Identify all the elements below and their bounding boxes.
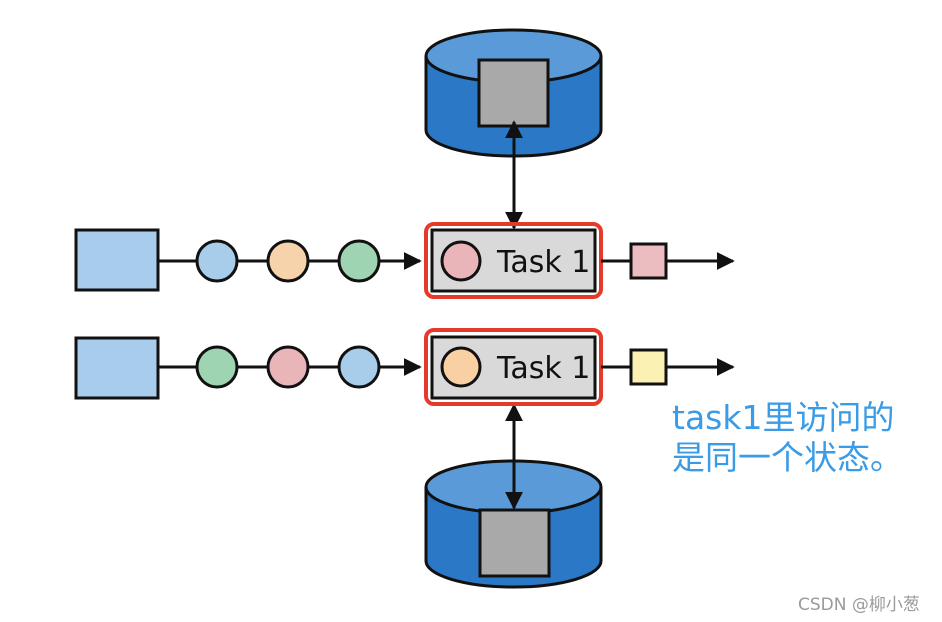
event-circle — [337, 345, 381, 389]
annotation-line-1: task1里访问的 — [672, 398, 895, 437]
output-block — [629, 242, 668, 280]
annotation-line-2: 是同一个状态。 — [672, 438, 903, 477]
event-circle — [195, 239, 239, 283]
task-label: Task 1 — [496, 351, 590, 386]
output-block — [629, 348, 668, 386]
stream-row-1: Task 1 — [74, 222, 735, 299]
source-block — [74, 336, 160, 400]
task-label: Task 1 — [496, 245, 590, 280]
stream-row-2: Task 1 — [74, 328, 735, 406]
task-state-circle — [440, 346, 482, 388]
watermark: CSDN @柳小葱 — [798, 595, 920, 615]
task-state-circle — [440, 240, 482, 282]
event-circle — [195, 345, 239, 389]
event-circle — [337, 239, 381, 283]
event-circle — [266, 345, 310, 389]
source-block — [74, 228, 160, 292]
state-block-top — [477, 58, 550, 128]
annotation-text: task1里访问的 是同一个状态。 — [672, 398, 903, 478]
event-circle — [266, 239, 310, 283]
state-block-bottom — [478, 508, 551, 578]
